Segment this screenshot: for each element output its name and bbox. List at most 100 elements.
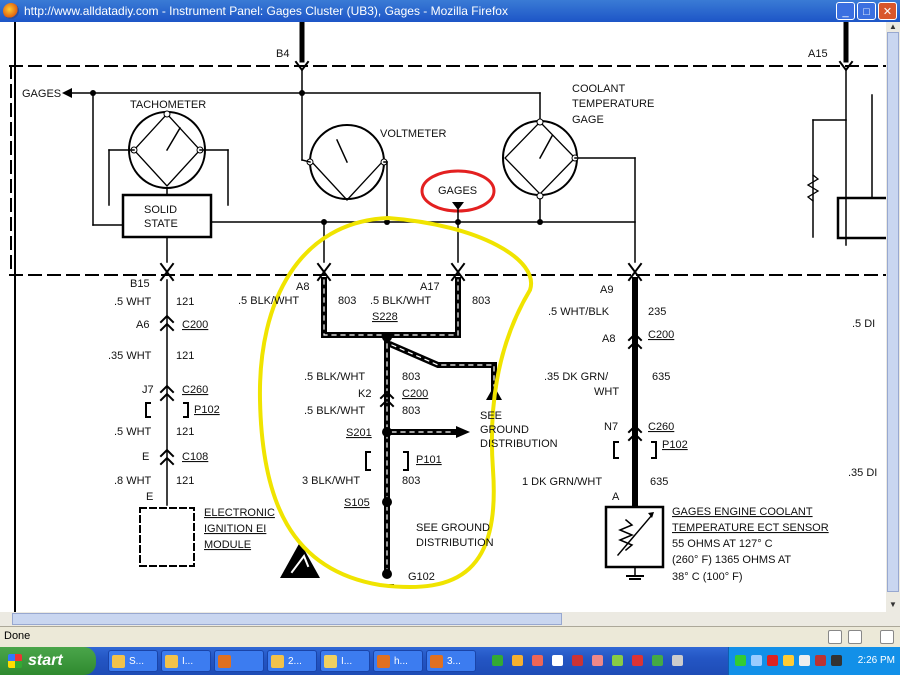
- connector-b15: B15: [130, 278, 150, 290]
- tray-icon[interactable]: [767, 655, 778, 666]
- popup-blocker-icon[interactable]: [828, 630, 842, 644]
- splice-s105: S105: [344, 497, 370, 509]
- connector-n7: N7: [604, 421, 618, 433]
- volume-icon[interactable]: [831, 655, 842, 666]
- quicklaunch-icon[interactable]: [612, 655, 623, 666]
- circuit-803-a17: 803: [472, 295, 490, 307]
- splice-s201: S201: [346, 427, 372, 439]
- taskbar-item[interactable]: 2...: [267, 650, 317, 672]
- tachometer-label: TACHOMETER: [130, 99, 206, 111]
- circuit-635-2: 635: [650, 476, 668, 488]
- circuit-803-3: 803: [402, 475, 420, 487]
- minimize-button[interactable]: _: [836, 2, 855, 20]
- circuit-121-3: 121: [176, 426, 194, 438]
- wire-label-803-3: 3 BLK/WHT: [302, 475, 360, 487]
- wire-label-803-1: .5 BLK/WHT: [304, 371, 365, 383]
- splice-c108: C108: [182, 451, 208, 463]
- vertical-scroll-thumb[interactable]: [887, 32, 899, 592]
- tray-icon[interactable]: [751, 655, 762, 666]
- splice-c200: C200: [182, 319, 208, 331]
- sensor-label-1: GAGES ENGINE COOLANT: [672, 506, 813, 518]
- splice-c200-right: C200: [648, 329, 674, 341]
- clock[interactable]: 2:26 PM: [857, 655, 895, 666]
- quicklaunch-icon[interactable]: [652, 655, 663, 666]
- quicklaunch-icon[interactable]: [492, 655, 503, 666]
- connector-b4: B4: [276, 48, 289, 60]
- splice-c260-right: C260: [648, 421, 674, 433]
- circuit-803-2: 803: [402, 405, 420, 417]
- voltmeter-label: VOLTMETER: [380, 128, 446, 140]
- ei-module-label-1: ELECTRONIC: [204, 507, 275, 519]
- task-label: I...: [341, 656, 353, 667]
- wire-label-121-3: .5 WHT: [114, 426, 152, 438]
- circuit-121-1: 121: [176, 296, 194, 308]
- quicklaunch-icon[interactable]: [512, 655, 523, 666]
- connector-a8-right: A8: [602, 333, 615, 345]
- taskbar-item[interactable]: 3...: [426, 650, 476, 672]
- taskbar-item[interactable]: I...: [320, 650, 370, 672]
- status-text: Done: [4, 630, 31, 642]
- quicklaunch-icon[interactable]: [572, 655, 583, 666]
- tray-icon[interactable]: [735, 655, 746, 666]
- security-icon[interactable]: [848, 630, 862, 644]
- close-button[interactable]: ✕: [878, 2, 897, 20]
- wire-label-635-line-1: .35 DK GRN/: [544, 371, 609, 383]
- vertical-scrollbar[interactable]: ▲ ▼: [886, 22, 900, 612]
- horizontal-scrollbar[interactable]: [0, 612, 900, 626]
- check-icon[interactable]: [880, 630, 894, 644]
- coolant-label-2: TEMPERATURE: [572, 98, 654, 110]
- see-ground-label-1b: GROUND: [480, 424, 529, 436]
- circuit-235: 235: [648, 306, 666, 318]
- horizontal-scroll-thumb[interactable]: [12, 613, 562, 625]
- see-ground-label-2a: SEE GROUND: [416, 522, 490, 534]
- task-label: 2...: [288, 656, 302, 667]
- sensor-label-5: 38° C (100° F): [672, 571, 743, 583]
- see-ground-label-2b: DISTRIBUTION: [416, 537, 494, 549]
- quicklaunch-icon[interactable]: [632, 655, 643, 666]
- network-icon[interactable]: [799, 655, 810, 666]
- splice-c200-mid: C200: [402, 388, 428, 400]
- taskbar-item[interactable]: h...: [373, 650, 423, 672]
- quicklaunch-icon[interactable]: [592, 655, 603, 666]
- ei-module-label-2: IGNITION EI: [204, 523, 266, 535]
- window-title-bar[interactable]: http://www.alldatadiy.com - Instrument P…: [0, 0, 900, 22]
- sensor-label-3: 55 OHMS AT 127° C: [672, 538, 773, 550]
- connector-k2: K2: [358, 388, 371, 400]
- taskbar: start S... I... 2... I... h... 3... 2:26…: [0, 647, 900, 675]
- right-edge-label-2: .35 DI: [848, 467, 877, 479]
- connector-a6: A6: [136, 319, 149, 331]
- scroll-down-icon[interactable]: ▼: [889, 600, 897, 609]
- wire-label-121-4: .8 WHT: [114, 475, 152, 487]
- wire-label-635-line-2: WHT: [594, 386, 619, 398]
- taskbar-item[interactable]: I...: [161, 650, 211, 672]
- tray-icon[interactable]: [783, 655, 794, 666]
- scroll-up-icon[interactable]: ▲: [889, 22, 897, 31]
- wire-label-803-a17: .5 BLK/WHT: [370, 295, 431, 307]
- circuit-803-1: 803: [402, 371, 420, 383]
- splice-p102: P102: [194, 404, 220, 416]
- connector-j7: J7: [142, 384, 154, 396]
- solid-state-label-1: SOLID: [144, 204, 177, 216]
- ground-g102: G102: [408, 571, 435, 583]
- wire-label-121-1: .5 WHT: [114, 296, 152, 308]
- see-ground-label-1a: SEE: [480, 410, 502, 422]
- splice-s228: S228: [372, 311, 398, 323]
- connector-a8: A8: [296, 281, 309, 293]
- task-label: 3...: [447, 656, 461, 667]
- tray-icon[interactable]: [815, 655, 826, 666]
- gages-circled-label: GAGES: [438, 185, 477, 197]
- splice-p102-right: P102: [662, 439, 688, 451]
- windows-logo-icon: [8, 654, 22, 668]
- see-ground-label-1c: DISTRIBUTION: [480, 438, 558, 450]
- app-icon: [112, 655, 125, 668]
- maximize-button[interactable]: □: [857, 2, 876, 20]
- quicklaunch-icon[interactable]: [532, 655, 543, 666]
- quicklaunch-icon[interactable]: [672, 655, 683, 666]
- gages-arrow-label: GAGES: [22, 88, 61, 100]
- taskbar-item[interactable]: S...: [108, 650, 158, 672]
- start-button[interactable]: start: [0, 647, 96, 675]
- taskbar-item[interactable]: [214, 650, 264, 672]
- quicklaunch-icon[interactable]: [552, 655, 563, 666]
- connector-a-right: A: [612, 491, 620, 503]
- circuit-121-2: 121: [176, 350, 194, 362]
